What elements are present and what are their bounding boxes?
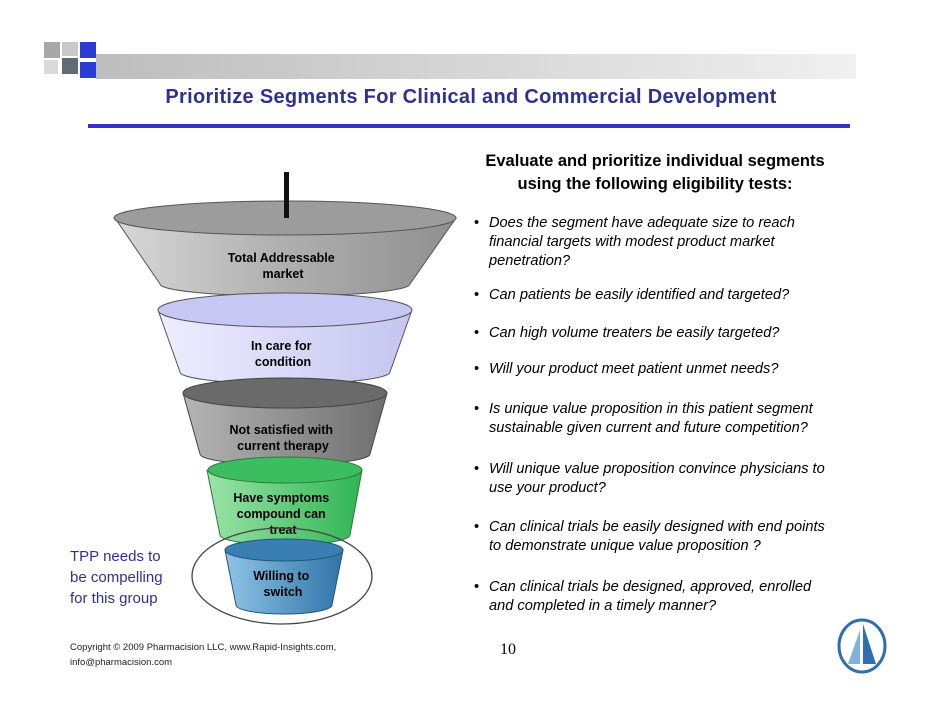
- funnel-stage-willing-to-switch: Willing to switch: [224, 538, 344, 615]
- funnel-stage-not-satisfied: Not satisfied with current therapy: [182, 377, 388, 466]
- logo-square-gray-1: [44, 42, 60, 58]
- bullet-icon: •: [474, 215, 480, 231]
- tpp-note: TPP needs to be compelling for this grou…: [70, 546, 200, 609]
- stage-top: [224, 538, 344, 562]
- target-group-highlight: [191, 527, 373, 625]
- criteria-item: • Will your product meet patient unmet n…: [474, 360, 894, 379]
- criteria-line: Is unique value proposition in this pati…: [489, 401, 813, 417]
- bullet-icon: •: [474, 579, 480, 595]
- criteria-item: • Does the segment have adequate size to…: [474, 214, 894, 271]
- bullet-icon: •: [474, 325, 480, 341]
- stage-label-line-2: condition: [255, 355, 311, 369]
- copyright-line: info@pharmacision.com: [70, 657, 173, 668]
- criteria-heading-line-1: Evaluate and prioritize individual segme…: [485, 152, 825, 170]
- stage-top: [182, 377, 388, 409]
- criteria-line: Will unique value proposition convince p…: [489, 461, 825, 477]
- copyright-footer: Copyright © 2009 Pharmacision LLC, www.R…: [70, 640, 370, 670]
- criteria-line: penetration?: [489, 253, 571, 269]
- criteria-line: Will your product meet patient unmet nee…: [489, 361, 779, 377]
- stage-label-line-1: In care for: [251, 339, 312, 353]
- criteria-heading: Evaluate and prioritize individual segme…: [445, 150, 865, 196]
- criteria-item: • Can high volume treaters be easily tar…: [474, 324, 894, 343]
- stage-label-line-1: Total Addressable: [228, 251, 335, 265]
- banner-bar: [96, 54, 856, 79]
- criteria-item: • Can clinical trials be designed, appro…: [474, 578, 894, 616]
- page-number: 10: [500, 641, 516, 658]
- criteria-line: Can clinical trials be easily designed w…: [489, 519, 825, 535]
- funnel-axis-segment: [284, 200, 289, 218]
- criteria-item: • Can patients be easily identified and …: [474, 286, 894, 305]
- logo-square-gray-3: [44, 60, 58, 74]
- stage-label-line-2: market: [263, 267, 305, 281]
- tpp-note-line: be compelling: [70, 569, 163, 586]
- criteria-item: • Is unique value proposition in this pa…: [474, 400, 894, 438]
- copyright-line: Copyright © 2009 Pharmacision LLC, www.R…: [70, 642, 337, 653]
- bullet-icon: •: [474, 401, 480, 417]
- stage-label-line-2: current therapy: [237, 439, 329, 453]
- logo-square-blue-2: [62, 42, 78, 56]
- bullet-icon: •: [474, 519, 480, 535]
- criteria-line: and completed in a timely manner?: [489, 598, 717, 614]
- funnel-stage-have-symptoms: Have symptoms compound can treat: [206, 456, 363, 546]
- tpp-note-line: for this group: [70, 590, 158, 607]
- stage-top: [157, 292, 413, 328]
- criteria-line: Can patients be easily identified and ta…: [489, 287, 790, 303]
- criteria-heading-line-2: using the following eligibility tests:: [517, 175, 793, 193]
- tpp-note-line: TPP needs to: [70, 548, 161, 565]
- page-title: Prioritize Segments For Clinical and Com…: [165, 86, 777, 108]
- logo-sail-main: [863, 624, 876, 664]
- stage-label: Have symptoms compound can treat: [233, 491, 332, 537]
- criteria-line: Can high volume treaters be easily targe…: [489, 325, 780, 341]
- funnel-stage-in-care: In care for condition: [157, 292, 413, 385]
- stage-label: Not satisfied with current therapy: [230, 423, 337, 453]
- logo-square-blue-1: [80, 42, 96, 58]
- stage-label-line-1: Willing to: [253, 569, 309, 583]
- logo-square-gray-2: [62, 58, 78, 74]
- criteria-line: sustainable given current and future com…: [489, 420, 808, 436]
- criteria-line: Does the segment have adequate size to r…: [489, 215, 795, 231]
- stage-label: Willing to switch: [253, 569, 313, 599]
- stage-top: [207, 456, 363, 484]
- stage-label: Total Addressable market: [228, 251, 338, 281]
- criteria-line: use your product?: [489, 480, 606, 496]
- sailboat-logo-icon: [837, 618, 887, 674]
- criteria-line: Can clinical trials be designed, approve…: [489, 579, 812, 595]
- bullet-icon: •: [474, 461, 480, 477]
- header-banner: [44, 42, 856, 79]
- bullet-icon: •: [474, 361, 480, 377]
- logo-sail-jib: [848, 630, 860, 664]
- stage-label-line-2: compound can: [237, 507, 326, 521]
- stage-label-line-2: switch: [264, 585, 303, 599]
- criteria-item: • Will unique value proposition convince…: [474, 460, 894, 498]
- funnel-stage-total-addressable: Total Addressable market: [113, 200, 457, 297]
- stage-body: [224, 549, 344, 615]
- stage-label-line-1: Have symptoms: [233, 491, 329, 505]
- logo-ring: [837, 618, 887, 674]
- criteria-line: to demonstrate unique value proposition …: [489, 538, 761, 554]
- stage-label-line-1: Not satisfied with: [230, 423, 333, 437]
- title-divider: [88, 124, 850, 128]
- criteria-item: • Can clinical trials be easily designed…: [474, 518, 894, 556]
- logo-square-blue-3: [80, 62, 96, 78]
- stage-label-line-3: treat: [269, 523, 297, 537]
- stage-label: In care for condition: [251, 339, 315, 369]
- criteria-line: financial targets with modest product ma…: [489, 234, 775, 250]
- bullet-icon: •: [474, 287, 480, 303]
